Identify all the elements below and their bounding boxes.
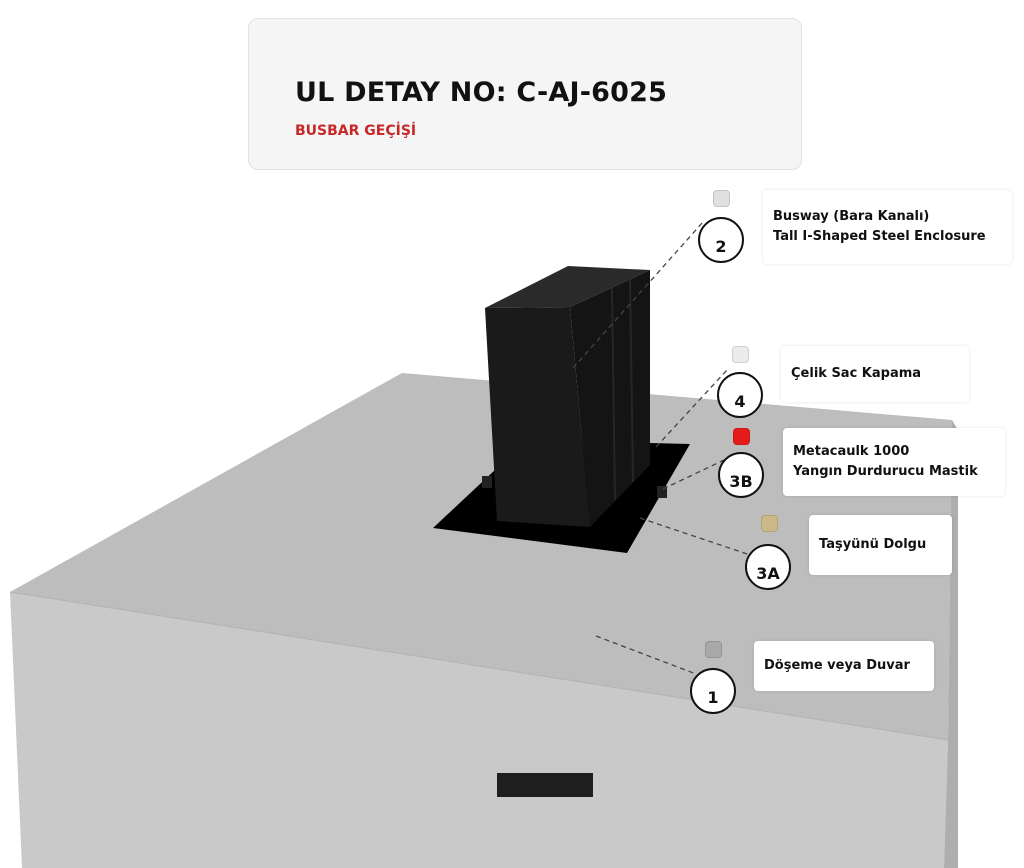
- leader-line-3b: [662, 459, 725, 490]
- slab-top-edge: [9, 591, 949, 741]
- plate-bolt-right: [657, 486, 667, 498]
- leader-line-3a: [639, 517, 757, 558]
- busway-stub-below: [497, 773, 593, 797]
- callout-badge-2: 2: [698, 217, 744, 263]
- slab-front-face: [10, 592, 948, 868]
- chip-mineral-wool: [761, 515, 778, 532]
- label-line: Busway (Bara Kanalı): [773, 209, 930, 224]
- leader-line-2: [572, 221, 704, 369]
- slab-right-face: [944, 420, 958, 868]
- label-floor-wall: Döşeme veya Duvar: [754, 641, 934, 691]
- busway-top-face: [485, 266, 650, 308]
- label-line: Döşeme veya Duvar: [764, 658, 910, 673]
- busway-rib: [611, 287, 616, 501]
- label-sealant: Metacaulk 1000 Yangın Durdurucu Mastik: [783, 428, 1005, 496]
- label-mineral-wool: Taşyünü Dolgu: [809, 515, 952, 575]
- leader-lines: [572, 221, 757, 675]
- page-subtitle: BUSBAR GEÇİŞİ: [295, 123, 417, 139]
- callout-badge-3b: 3B: [718, 452, 764, 498]
- callout-badge-1: 1: [690, 668, 736, 714]
- label-line: Yangın Durdurucu Mastik: [793, 464, 978, 479]
- busway-front-face: [485, 307, 590, 527]
- label-line: Metacaulk 1000: [793, 444, 910, 459]
- label-steel-closure: Çelik Sac Kapama: [781, 346, 969, 402]
- chip-sealant: [733, 428, 750, 445]
- busway-enclosure: [485, 266, 650, 527]
- callout-badge-4: 4: [717, 372, 763, 418]
- plate-bolt-left: [482, 476, 492, 488]
- title-card: UL DETAY NO: C-AJ-6025 BUSBAR GEÇİŞİ: [248, 18, 802, 170]
- label-line: Taşyünü Dolgu: [819, 537, 927, 552]
- label-busway: Busway (Bara Kanalı) Tall I-Shaped Steel…: [763, 190, 1012, 264]
- chip-floor-wall: [705, 641, 722, 658]
- label-line: Tall I-Shaped Steel Enclosure: [773, 229, 986, 244]
- busway-rib: [629, 278, 634, 483]
- label-line: Çelik Sac Kapama: [791, 366, 922, 381]
- page-title: UL DETAY NO: C-AJ-6025: [295, 77, 668, 108]
- chip-busway: [713, 190, 730, 207]
- chip-steel-closure: [732, 346, 749, 363]
- callout-badge-3a: 3A: [745, 544, 791, 590]
